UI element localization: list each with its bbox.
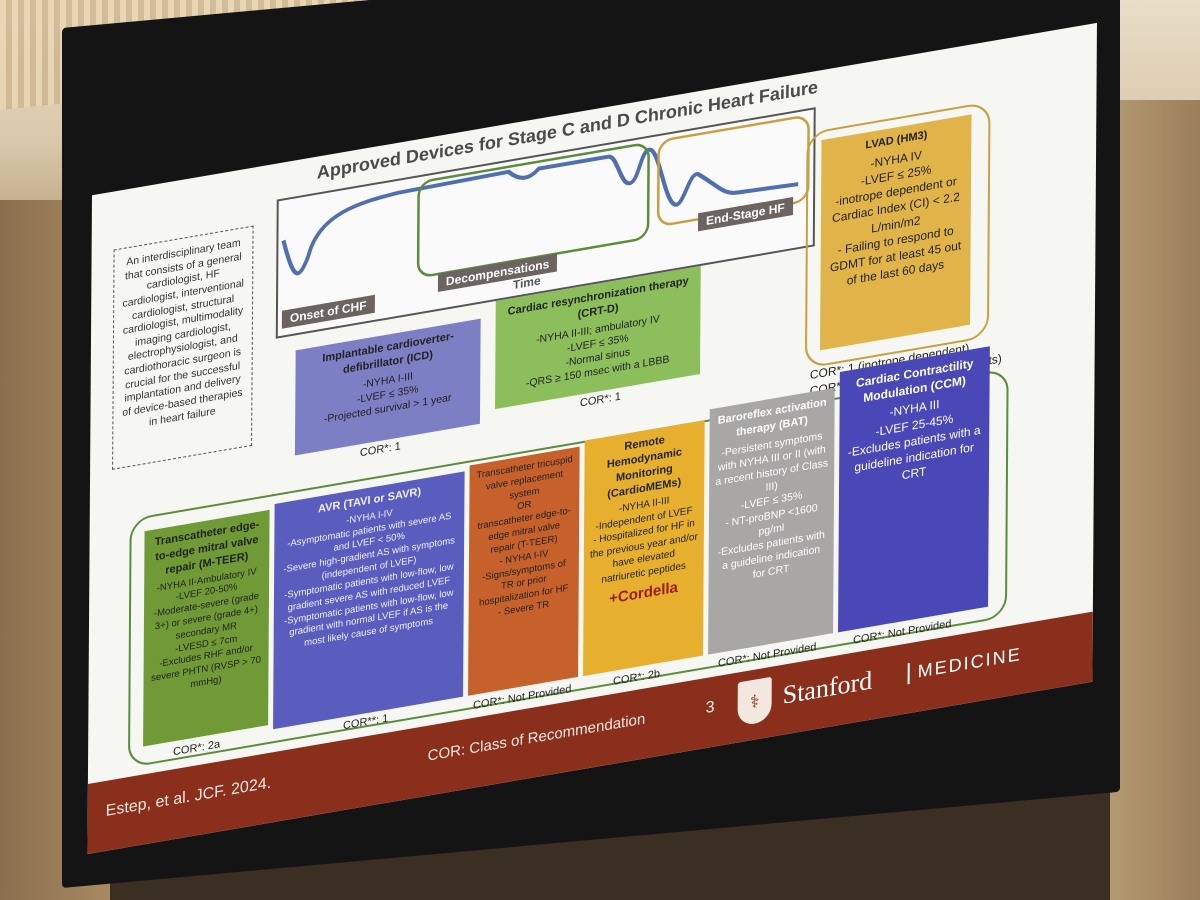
avr-box: AVR (TAVI or SAVR) -NYHA I-IV -Asymptoma… [273, 471, 465, 730]
cardiomems-box: Remote Hemodynamic Monitoring (CardioMEM… [583, 420, 705, 677]
cor-definition: COR: Class of Recommendation [427, 710, 646, 765]
page-number: 3 [705, 698, 715, 718]
lvad-box: LVAD (HM3) -NYHA IV -LVEF ≤ 25% -inotrop… [820, 114, 972, 351]
stanford-brand: Stanford [782, 665, 873, 710]
bat-box: Baroreflex activation therapy (BAT) -Per… [708, 387, 835, 655]
citation: Estep, et al. JCF. 2024. [105, 774, 272, 820]
timeline-chart: Onset of CHF Decompensations End-Stage H… [275, 107, 816, 339]
wall-right [1110, 100, 1200, 900]
projector-screen: Approved Devices for Stage C and D Chron… [62, 0, 1120, 888]
icd-box: Implantable cardioverter-defibrillator (… [294, 318, 481, 456]
tteer-box: Transcatheter tricuspid valve replacemen… [468, 446, 580, 696]
team-note: An interdisciplinary team that consists … [112, 225, 254, 470]
stanford-shield-icon: ⚕ [737, 676, 772, 727]
medicine-brand: MEDICINE [907, 643, 1022, 685]
mteer-box: Transcatheter edge-to-edge mitral valve … [143, 509, 270, 747]
ccm-box: Cardiac Contractility Modulation (CCM) -… [838, 346, 990, 633]
slide: Approved Devices for Stage C and D Chron… [87, 22, 1097, 855]
